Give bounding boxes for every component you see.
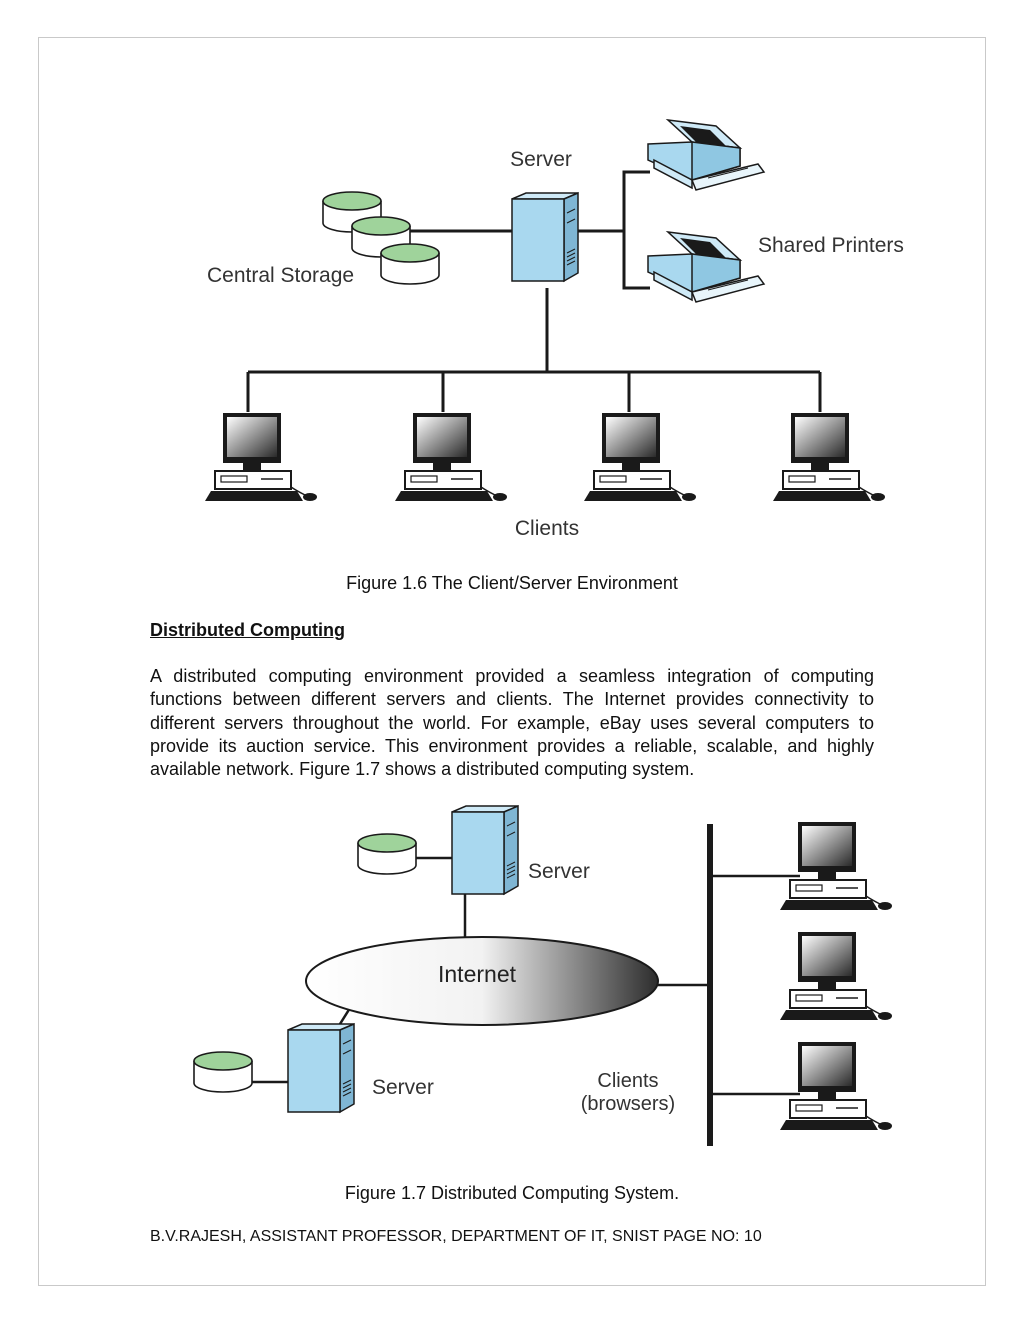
- internet-cloud: [305, 936, 659, 1026]
- client-computer-icon: [583, 412, 697, 502]
- label-server-top: Server: [528, 860, 590, 883]
- page-footer: B.V.RAJESH, ASSISTANT PROFESSOR, DEPARTM…: [150, 1228, 762, 1245]
- storage-disk-icon: [380, 243, 440, 285]
- figure-1-6-caption: Figure 1.6 The Client/Server Environment: [346, 573, 678, 593]
- label-clients-line2: (browsers): [581, 1093, 675, 1115]
- label-clients: Clients: [515, 517, 579, 540]
- client-computer-icon: [779, 931, 893, 1021]
- label-server-bottom: Server: [372, 1076, 434, 1099]
- label-shared-printers: Shared Printers: [758, 234, 904, 257]
- server-tower-icon: [451, 805, 519, 895]
- printer-icon: [647, 231, 765, 303]
- client-computer-icon: [204, 412, 318, 502]
- server-tower-icon: [511, 192, 579, 282]
- server-tower-icon: [287, 1023, 355, 1113]
- page-border: [38, 37, 986, 1286]
- section-heading: Distributed Computing: [150, 620, 345, 640]
- label-internet: Internet: [438, 961, 517, 987]
- section-paragraph: A distributed computing environment prov…: [150, 666, 874, 780]
- label-central-storage: Central Storage: [207, 264, 354, 287]
- client-computer-icon: [779, 1041, 893, 1131]
- printer-icon: [647, 119, 765, 191]
- figure-1-6: Server Central Storage Shared Printers C…: [204, 119, 904, 540]
- connection-lines: [246, 170, 822, 412]
- label-server: Server: [510, 148, 572, 171]
- storage-disk-icon: [193, 1051, 253, 1093]
- storage-disk-icon: [357, 833, 417, 875]
- client-computer-icon: [772, 412, 886, 502]
- client-computer-icon: [394, 412, 508, 502]
- label-clients-line1: Clients: [597, 1070, 658, 1092]
- client-computer-icon: [779, 821, 893, 911]
- figure-1-7: Server Internet Server Clients (browsers…: [193, 805, 893, 1146]
- figure-1-7-caption: Figure 1.7 Distributed Computing System.: [344, 1183, 680, 1203]
